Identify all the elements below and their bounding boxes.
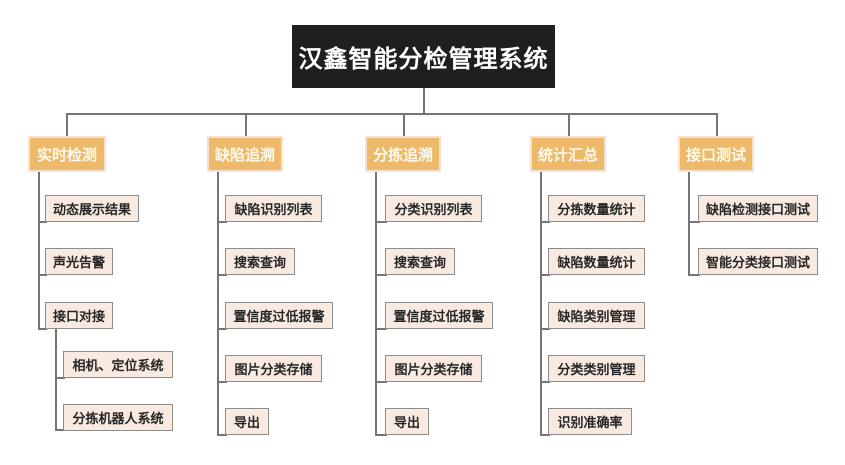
stub-line (217, 434, 227, 436)
trunk-line (375, 172, 377, 435)
node-class-category-management[interactable]: 分类类别管理 (548, 355, 645, 382)
sub-trunk-line (55, 329, 57, 430)
branch-drop-line (716, 113, 718, 136)
stub-line (55, 429, 65, 431)
node-camera-positioning-system[interactable]: 相机、定位系统 (63, 351, 173, 378)
node-dynamic-display-result[interactable]: 动态展示结果 (45, 195, 139, 222)
stub-line (38, 328, 47, 330)
stub-line (540, 328, 550, 330)
stub-line (540, 274, 550, 276)
node-sound-light-alarm[interactable]: 声光告警 (45, 248, 113, 275)
trunk-line (217, 172, 219, 435)
stub-line (375, 381, 387, 383)
node-class-recognition-list[interactable]: 分类识别列表 (385, 195, 482, 222)
root-node[interactable]: 汉鑫智能分检管理系统 (292, 25, 555, 88)
node-sorting-robot-system[interactable]: 分拣机器人系统 (63, 404, 173, 431)
node-search-query[interactable]: 搜索查询 (225, 248, 295, 275)
node-interface-docking[interactable]: 接口对接 (45, 302, 113, 329)
stub-line (688, 274, 700, 276)
node-search-query[interactable]: 搜索查询 (385, 248, 455, 275)
branch-drop-line (245, 113, 247, 136)
branch-drop-line (403, 113, 405, 136)
stub-line (375, 221, 387, 223)
node-defect-count-statistics[interactable]: 缺陷数量统计 (548, 248, 645, 275)
branch-rail-line (66, 113, 717, 115)
root-connector-line (423, 88, 425, 113)
stub-line (217, 328, 227, 330)
node-smart-classification-api-test[interactable]: 智能分类接口测试 (698, 248, 818, 275)
node-defect-detection-api-test[interactable]: 缺陷检测接口测试 (698, 195, 818, 222)
node-export[interactable]: 导出 (225, 408, 269, 435)
node-export[interactable]: 导出 (385, 408, 429, 435)
branch-drop-line (568, 113, 570, 136)
stub-line (540, 221, 550, 223)
branch-statistics-summary[interactable]: 统计汇总 (530, 136, 606, 172)
branch-interface-test[interactable]: 接口测试 (678, 136, 754, 172)
branch-realtime-detection[interactable]: 实时检测 (28, 136, 106, 172)
trunk-line (540, 172, 542, 435)
stub-line (375, 434, 387, 436)
stub-line (540, 434, 550, 436)
stub-line (375, 328, 387, 330)
node-image-classified-storage[interactable]: 图片分类存储 (225, 355, 322, 382)
stub-line (38, 274, 47, 276)
trunk-line (688, 172, 690, 275)
stub-line (217, 221, 227, 223)
stub-line (38, 221, 47, 223)
stub-line (217, 381, 227, 383)
trunk-line (38, 172, 40, 329)
node-image-classified-storage[interactable]: 图片分类存储 (385, 355, 482, 382)
node-low-confidence-alarm[interactable]: 置信度过低报警 (385, 302, 493, 329)
node-defect-recognition-list[interactable]: 缺陷识别列表 (225, 195, 322, 222)
stub-line (540, 381, 550, 383)
stub-line (375, 274, 387, 276)
node-defect-category-management[interactable]: 缺陷类别管理 (548, 302, 645, 329)
stub-line (55, 377, 65, 379)
node-recognition-accuracy[interactable]: 识别准确率 (548, 408, 632, 435)
node-sorting-count-statistics[interactable]: 分拣数量统计 (548, 195, 645, 222)
branch-drop-line (66, 113, 68, 136)
stub-line (217, 274, 227, 276)
node-low-confidence-alarm[interactable]: 置信度过低报警 (225, 302, 333, 329)
stub-line (688, 221, 700, 223)
branch-defect-trace[interactable]: 缺陷追溯 (207, 136, 283, 172)
branch-sorting-trace[interactable]: 分拣追溯 (365, 136, 441, 172)
